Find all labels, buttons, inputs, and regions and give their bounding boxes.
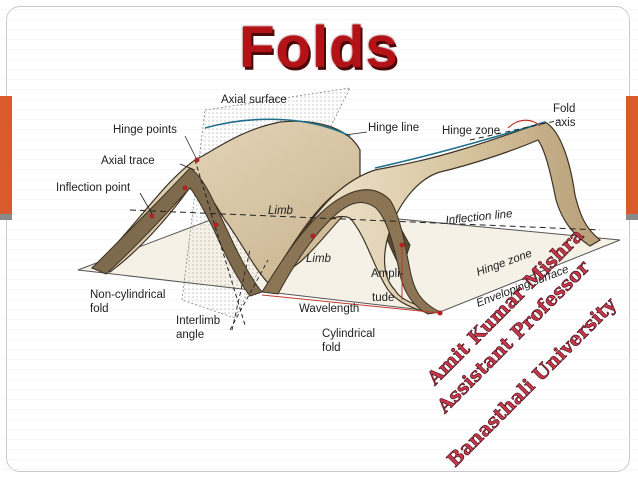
label-amplitude-2: tude bbox=[372, 292, 394, 304]
leader-axial-trace bbox=[179, 163, 196, 171]
label-hinge-points: Hinge points bbox=[113, 124, 177, 136]
label-limb-upper: Limb bbox=[268, 205, 294, 217]
label-interlimb-1: Interlimb bbox=[176, 315, 220, 327]
label-fold-axis-2: axis bbox=[555, 117, 576, 129]
label-cylindrical-1: Cylindrical bbox=[322, 328, 375, 340]
leader-hinge-line bbox=[344, 131, 368, 136]
label-axial-trace: Axial trace bbox=[101, 155, 155, 167]
amplitude-point bbox=[399, 242, 405, 248]
hinge-point-2 bbox=[182, 185, 188, 191]
label-non-cylindrical-1: Non-cylindrical bbox=[90, 289, 165, 301]
interlimb-line-a bbox=[229, 259, 269, 331]
wavelength-line bbox=[261, 294, 441, 314]
inflection-dashed-line bbox=[129, 209, 601, 231]
inflection-point-marker bbox=[149, 213, 155, 219]
label-non-cylindrical-2: fold bbox=[90, 303, 109, 315]
label-limb-lower: Limb bbox=[306, 253, 332, 265]
left-accent-bar bbox=[0, 96, 12, 220]
right-accent-bar bbox=[626, 96, 638, 220]
hinge-point-1 bbox=[194, 157, 200, 163]
limb-point bbox=[213, 222, 219, 228]
lower-limb-point bbox=[310, 233, 316, 239]
right-hinge-line bbox=[374, 121, 546, 169]
label-inflection-point: Inflection point bbox=[56, 182, 131, 194]
label-fold-axis-1: Fold bbox=[553, 103, 575, 115]
left-hinge-line bbox=[204, 118, 351, 137]
leader-inflection-point bbox=[139, 192, 153, 215]
label-inflection-line: Inflection line bbox=[445, 208, 513, 227]
label-cylindrical-2: fold bbox=[322, 342, 341, 354]
label-amplitude-1: Ampli- bbox=[371, 268, 404, 280]
label-wavelength: Wavelength bbox=[299, 303, 359, 315]
fold-axis-dashed-line bbox=[469, 119, 561, 141]
wavelength-end-point bbox=[437, 310, 443, 316]
label-axial-surface: Axial surface bbox=[221, 94, 287, 106]
leader-hinge-points bbox=[184, 135, 197, 159]
slide-title: Folds bbox=[239, 15, 399, 80]
right-anticline bbox=[299, 121, 602, 313]
fold-axis-arrow bbox=[507, 119, 541, 129]
label-hinge-line: Hinge line bbox=[368, 122, 419, 134]
label-interlimb-2: angle bbox=[176, 329, 204, 341]
label-hinge-zone-top: Hinge zone bbox=[442, 125, 500, 137]
axial-trace-line bbox=[194, 159, 246, 326]
